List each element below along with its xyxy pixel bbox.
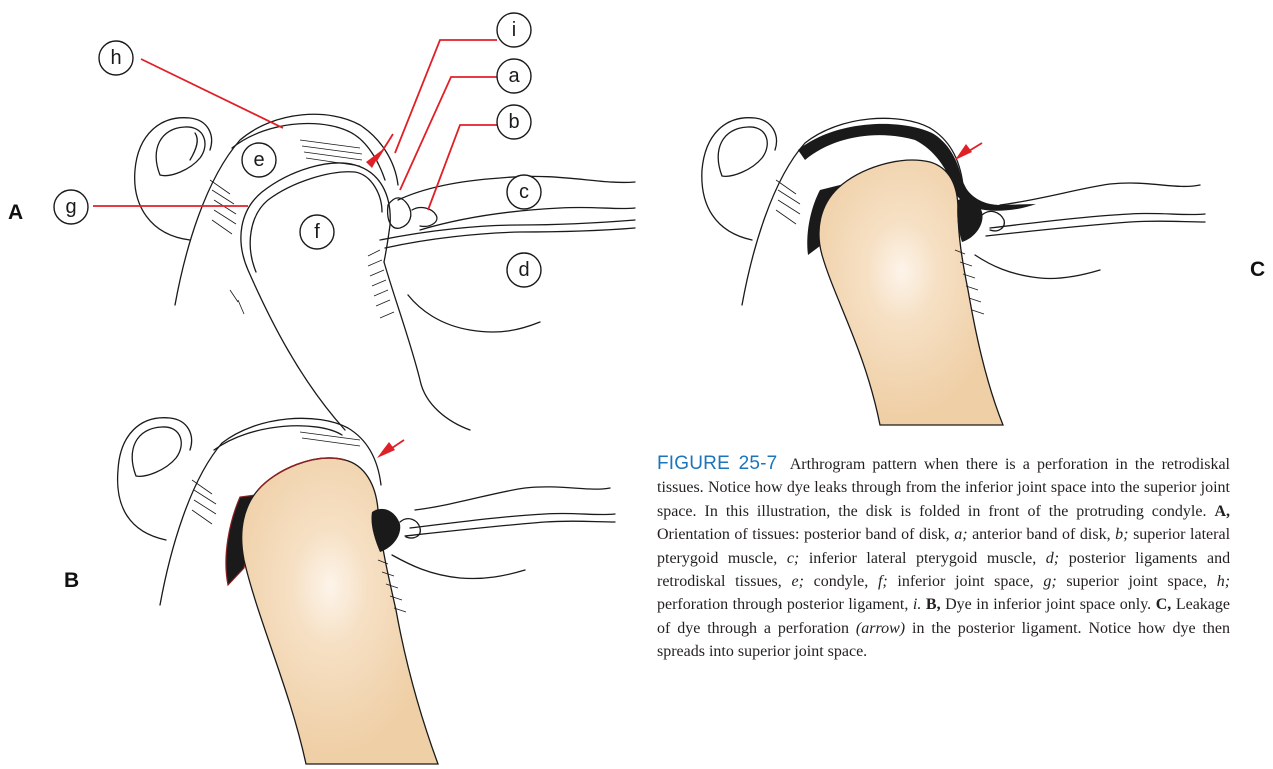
caption-c-label: C, [1156, 596, 1172, 613]
caption-item-i: i. [913, 596, 921, 613]
leader-line-a [400, 77, 497, 190]
caption-c-arrow: (arrow) [856, 620, 905, 637]
panel-letter-b: B [64, 569, 79, 593]
caption-a-text: perforation through posterior ligament, [657, 596, 908, 613]
caption-item-e: e; [791, 573, 803, 590]
caption-a-text: condyle, [814, 573, 869, 590]
caption-item-a: a; [954, 526, 967, 543]
caption-a-text: Orientation of tissues: posterior band o… [657, 526, 950, 543]
panel-letter-a: A [8, 201, 23, 225]
caption-a-text: inferior lateral pterygoid muscle, [809, 550, 1036, 567]
svg-text:h: h [110, 47, 121, 69]
condyle-b [242, 458, 438, 764]
label-d: d [507, 253, 541, 287]
caption-item-c: c; [787, 550, 799, 567]
leader-line-h [141, 59, 283, 128]
svg-text:g: g [65, 196, 76, 218]
label-h: h [99, 41, 133, 75]
caption-a-text: anterior band of disk, [972, 526, 1111, 543]
caption-item-h: h; [1217, 573, 1230, 590]
svg-text:c: c [519, 181, 529, 203]
panel-c-diagram [702, 118, 1205, 425]
svg-text:e: e [253, 149, 264, 171]
figure-caption: FIGURE 25-7 Arthrogram pattern when ther… [657, 452, 1230, 664]
caption-b-label: B, [926, 596, 941, 613]
svg-text:b: b [508, 111, 519, 133]
label-a: a [497, 59, 531, 93]
caption-a-label: A, [1214, 503, 1230, 520]
svg-text:f: f [314, 221, 320, 243]
panel-letter-c: C [1250, 258, 1265, 282]
leader-line-i [395, 40, 497, 153]
label-g: g [54, 190, 88, 224]
caption-item-g: g; [1043, 573, 1056, 590]
caption-item-d: d; [1046, 550, 1059, 567]
svg-text:a: a [508, 65, 520, 87]
panel-b-diagram [118, 418, 615, 764]
svg-text:d: d [518, 259, 529, 281]
caption-item-b: b; [1115, 526, 1128, 543]
label-i: i [497, 13, 531, 47]
label-f: f [300, 215, 334, 249]
label-e: e [242, 143, 276, 177]
caption-b-text: Dye in inferior joint space only. [945, 596, 1151, 613]
caption-item-f: f; [878, 573, 888, 590]
caption-a-text: inferior joint space, [897, 573, 1033, 590]
perforation-arrow-b [377, 442, 395, 458]
label-c: c [507, 175, 541, 209]
leader-line-b [428, 125, 497, 210]
panel-a-diagram: h i a b c d e f g [54, 13, 635, 430]
caption-a-text: superior joint space, [1066, 573, 1207, 590]
perforation-arrow-c [955, 144, 972, 160]
label-b: b [497, 105, 531, 139]
figure-number: FIGURE 25-7 [657, 453, 777, 474]
svg-text:i: i [512, 19, 516, 41]
